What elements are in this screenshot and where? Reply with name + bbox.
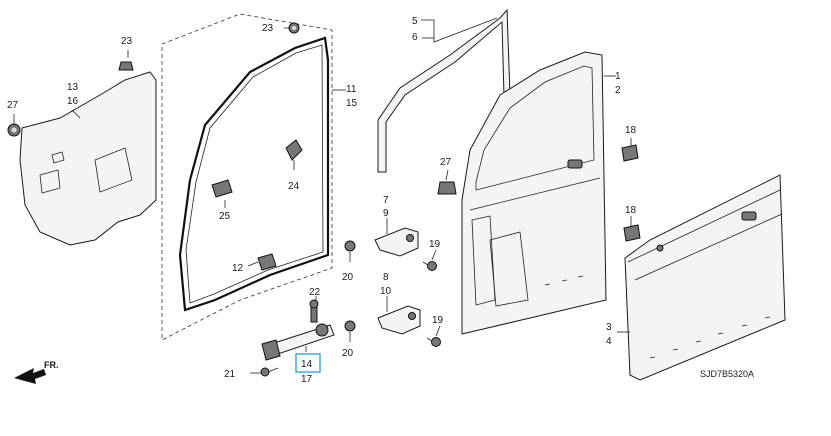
callout-17[interactable]: 17 (301, 374, 313, 385)
callout-27-left[interactable]: 27 (7, 100, 19, 111)
callout-16[interactable]: 16 (67, 96, 79, 107)
callout-10[interactable]: 10 (380, 286, 392, 297)
upper-hinge-part[interactable] (374, 227, 419, 257)
callout-2[interactable]: 2 (615, 85, 621, 96)
callout-1[interactable]: 1 (615, 71, 621, 82)
drawing-code: SJD7B5320A (700, 369, 754, 379)
callout-25[interactable]: 25 (219, 211, 231, 222)
callout-8[interactable]: 8 (383, 272, 389, 283)
grommet-part-27-left[interactable] (7, 123, 21, 137)
clip-part-26[interactable] (118, 61, 134, 71)
callout-15[interactable]: 15 (346, 98, 358, 109)
clip-part-25[interactable] (211, 179, 233, 198)
callout-3[interactable]: 3 (606, 322, 612, 333)
highlight-box-part-14 (295, 353, 321, 373)
grommet-part-27-right[interactable] (437, 181, 457, 195)
callout-13[interactable]: 13 (67, 82, 79, 93)
direction-label: FR. (44, 360, 59, 370)
callout-20-upper[interactable]: 20 (342, 272, 354, 283)
clip-part-23[interactable] (288, 22, 300, 34)
weatherstrip-part[interactable] (161, 13, 333, 341)
callout-11[interactable]: 11 (346, 84, 357, 95)
front-direction-indicator: FR. (14, 360, 59, 384)
door-panel-part[interactable] (461, 51, 607, 335)
callout-7[interactable]: 7 (383, 195, 389, 206)
sash-molding-part[interactable] (377, 8, 511, 173)
callout-6[interactable]: 6 (412, 32, 418, 43)
callout-19-upper[interactable]: 19 (429, 239, 441, 250)
bolt-part-20-lower[interactable] (344, 320, 356, 332)
callout-labels: 5 6 1 2 11 15 13 16 23 23 27 24 25 12 22… (7, 16, 637, 385)
door-insulator-part[interactable] (19, 71, 157, 246)
bolt-part-19-upper[interactable] (422, 261, 437, 271)
bolt-part-19-lower[interactable] (426, 337, 441, 347)
bolt-part-20-upper[interactable] (344, 240, 356, 252)
callout-22[interactable]: 22 (309, 287, 321, 298)
callout-12[interactable]: 12 (232, 263, 244, 274)
callout-20-lower[interactable]: 20 (342, 348, 354, 359)
clip-part-24[interactable] (285, 139, 303, 161)
stopper-part-18-lower[interactable] (623, 224, 641, 242)
callout-14[interactable]: 14 (301, 359, 313, 370)
lower-hinge-part[interactable] (377, 305, 421, 335)
clip-part-12[interactable] (257, 253, 277, 271)
callout-5[interactable]: 5 (412, 16, 418, 27)
callout-9[interactable]: 9 (383, 208, 389, 219)
callout-21[interactable]: 21 (224, 369, 236, 380)
leader-lines (13, 17, 632, 374)
stopper-part-18-upper[interactable] (621, 144, 639, 162)
callout-27-right[interactable]: 27 (440, 157, 452, 168)
bolt-part-21[interactable] (260, 367, 279, 377)
front-arrow-icon (14, 368, 46, 384)
door-check-part[interactable] (261, 323, 335, 361)
bolt-part-22[interactable] (309, 299, 319, 323)
callout-24[interactable]: 24 (288, 181, 300, 192)
callout-18-lower[interactable]: 18 (625, 205, 637, 216)
callout-26[interactable]: 23 (121, 36, 133, 47)
callout-4[interactable]: 4 (606, 336, 612, 347)
callout-18-upper[interactable]: 18 (625, 125, 637, 136)
callout-19-lower[interactable]: 19 (432, 315, 444, 326)
door-skin-part[interactable] (624, 174, 786, 381)
callout-23[interactable]: 23 (262, 23, 274, 34)
